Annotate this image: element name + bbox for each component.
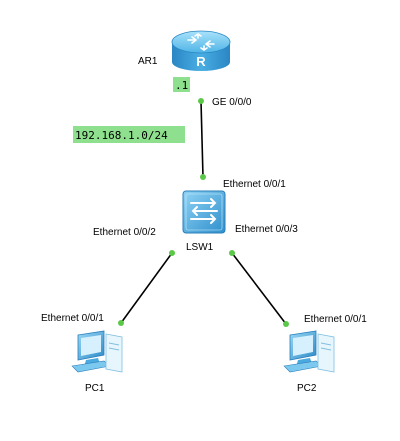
switch-name-label: LSW1 (186, 242, 214, 253)
link-switch-pc2 (231, 252, 287, 325)
router-badge: R (196, 54, 206, 69)
port-dot-pc1-e1[interactable] (118, 320, 124, 326)
port-dot-router-ge[interactable] (198, 98, 204, 104)
router-name-label: AR1 (138, 56, 158, 67)
link-switch-pc1 (120, 252, 173, 324)
router-ip-badge (173, 77, 190, 92)
router-icon: R (171, 30, 231, 71)
subnet-badge (73, 126, 185, 143)
pc2[interactable] (283, 330, 335, 373)
router-ar1[interactable]: R (171, 30, 231, 71)
port-dot-switch-e2[interactable] (169, 250, 175, 256)
router-ip-label: .1 (175, 79, 188, 92)
subnet-label: 192.168.1.0/24 (75, 129, 168, 142)
port-dot-pc2-e1[interactable] (283, 321, 289, 327)
switch-port-e1-label: Ethernet 0/0/1 (223, 179, 286, 190)
router-port-label: GE 0/0/0 (212, 97, 252, 108)
pc-icon (71, 330, 123, 373)
pc2-name-label: PC2 (297, 383, 317, 394)
port-dot-switch-e1[interactable] (200, 174, 206, 180)
link-router-switch (200, 100, 204, 178)
pc1-name-label: PC1 (85, 383, 105, 394)
pc2-port-label: Ethernet 0/0/1 (304, 314, 367, 325)
pc1-port-label: Ethernet 0/0/1 (41, 313, 104, 324)
pc-icon (283, 330, 335, 373)
switch-icon (182, 190, 226, 234)
port-dot-switch-e3[interactable] (229, 250, 235, 256)
switch-port-e2-label: Ethernet 0/0/2 (93, 227, 156, 238)
switch-port-e3-label: Ethernet 0/0/3 (235, 224, 298, 235)
pc1[interactable] (71, 330, 123, 373)
switch-lsw1[interactable] (182, 190, 226, 234)
